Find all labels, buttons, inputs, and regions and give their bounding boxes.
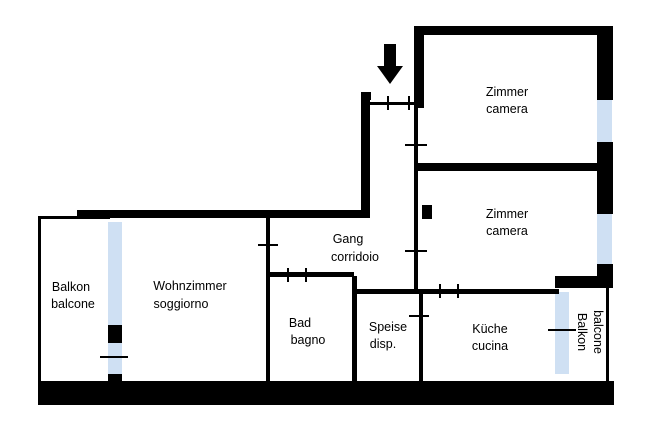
pantry-label-line2: disp. — [370, 337, 396, 351]
wall-main-vertical — [414, 26, 424, 108]
wall-right-upper — [597, 26, 613, 100]
thin-wall-bath-right — [352, 276, 357, 382]
arrow-down-icon — [377, 44, 403, 84]
wall-entrance-left — [361, 92, 370, 218]
wall-balcony-pillar — [108, 325, 122, 343]
door-bath — [287, 268, 307, 282]
room-label-middle-line1: Zimmer — [486, 207, 528, 221]
window-right-balcony — [555, 292, 569, 374]
room-label-middle-line2: camera — [486, 224, 528, 238]
living-label-line2: soggiorno — [154, 297, 209, 311]
thin-wall-pantry-right — [419, 292, 423, 382]
pantry-label-line1: Speise — [369, 320, 407, 334]
window-middle-room — [597, 214, 612, 264]
thin-wall-entrance-top — [369, 102, 415, 105]
wall-left-top — [77, 210, 369, 218]
window-top-room — [597, 100, 612, 142]
room-label-top-line1: Zimmer — [486, 85, 528, 99]
balcony-right-label-line2: balcone — [591, 310, 605, 354]
kitchen-label-line1: Küche — [472, 322, 507, 336]
corridor-label-line2: corridoio — [331, 250, 379, 264]
wall-room-divider — [417, 163, 613, 171]
door-entrance — [387, 96, 410, 110]
thin-wall-left-top — [38, 216, 110, 219]
thin-wall-bath-top — [268, 272, 354, 277]
wall-balcony-pillar-base — [108, 374, 122, 382]
thin-wall-left — [38, 217, 41, 383]
bath-label-line1: Bad — [289, 316, 311, 330]
room-labels: Zimmer camera Zimmer camera Gang corrido… — [51, 85, 605, 354]
wall-bottom — [38, 381, 614, 405]
corridor-label-line1: Gang — [333, 232, 364, 246]
balcony-right-label: Balkon balcone — [575, 310, 605, 354]
balcony-left-label-line2: balcone — [51, 297, 95, 311]
wall-entrance-top — [361, 92, 371, 100]
wall-top — [414, 26, 613, 35]
door-kitchen — [439, 284, 459, 298]
wall-right-mid — [597, 142, 613, 214]
thin-wall-center — [414, 108, 418, 294]
walls — [38, 26, 614, 405]
thin-wall-right-balcony — [606, 288, 609, 384]
bath-label-line2: bagno — [291, 333, 326, 347]
thin-wall-living-right — [266, 218, 270, 382]
wall-stub — [422, 205, 432, 219]
doors — [100, 96, 576, 358]
wall-kitchen-notch — [555, 276, 613, 288]
balcony-left-label-line1: Balkon — [52, 280, 90, 294]
kitchen-label-line2: cucina — [472, 339, 508, 353]
living-label-line1: Wohnzimmer — [153, 279, 226, 293]
balcony-right-label-line1: Balkon — [575, 313, 589, 351]
room-label-top-line2: camera — [486, 102, 528, 116]
